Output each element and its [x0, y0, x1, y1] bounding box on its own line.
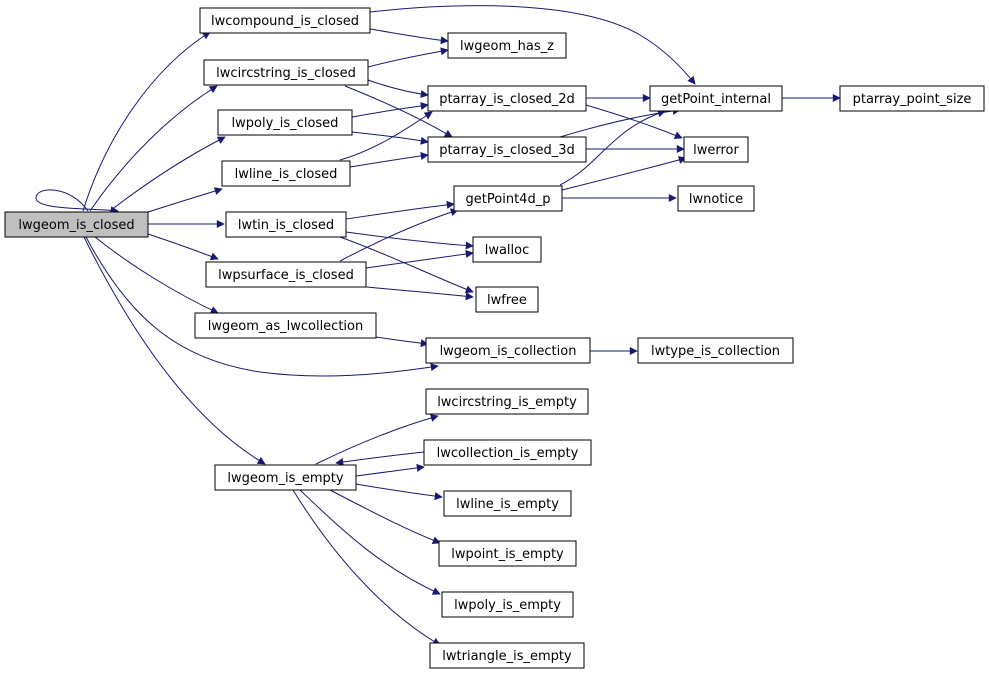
node-lwalloc[interactable]: lwalloc — [472, 236, 542, 263]
edge-lwgeom_is_empty-lwpoly_is_empty — [299, 489, 441, 595]
node-label: lwpoint_is_empty — [451, 547, 564, 562]
node-label: lwtin_is_closed — [238, 218, 334, 233]
edge-lwgeom_is_closed-lwgeom_is_collection — [85, 236, 439, 377]
edge-lwgeom_is_empty-lwcollection_is_empty-back — [355, 463, 425, 477]
node-lwerror[interactable]: lwerror — [683, 136, 749, 163]
node-label: lwnotice — [689, 192, 743, 207]
node-label: lwalloc — [485, 243, 530, 258]
edge-lwtin_is_closed-lwalloc — [345, 231, 474, 250]
edge-lwgeom_is_closed-lwpoly_is_closed — [109, 136, 226, 212]
node-lwtriangle_is_empty[interactable]: lwtriangle_is_empty — [429, 642, 585, 669]
node-label: getPoint4d_p — [466, 192, 551, 207]
node-label: lwcircstring_is_empty — [437, 395, 577, 410]
node-label: lwpsurface_is_closed — [218, 268, 354, 283]
node-lwgeom_is_collection[interactable]: lwgeom_is_collection — [425, 337, 591, 364]
edge-lwpsurface_is_closed-lwfree — [365, 286, 474, 301]
node-lwfree[interactable]: lwfree — [475, 286, 539, 313]
node-lwline_is_empty[interactable]: lwline_is_empty — [443, 490, 572, 517]
node-lwcollection_is_empty[interactable]: lwcollection_is_empty — [423, 439, 592, 466]
node-label: lwtype_is_collection — [651, 344, 780, 359]
node-getPoint_internal[interactable]: getPoint_internal — [649, 85, 783, 112]
node-lwpoly_is_empty[interactable]: lwpoly_is_empty — [441, 591, 574, 618]
edge-lwpoly_is_closed-ptarray_is_closed_3d — [351, 131, 429, 145]
node-ptarray_is_closed_2d[interactable]: ptarray_is_closed_2d — [427, 85, 587, 112]
edge-lwcompound_is_closed-getPoint_internal — [369, 5, 696, 85]
node-label: lwpoly_is_empty — [454, 598, 561, 613]
edge-lwcircstring_is_closed-ptarray_is_closed_2d — [367, 79, 429, 99]
node-label: lwcompound_is_closed — [211, 14, 359, 29]
node-label: lwgeom_is_closed — [18, 218, 134, 233]
node-lwcompound_is_closed[interactable]: lwcompound_is_closed — [199, 7, 371, 34]
edge-lwgeom_is_closed-lwpsurface_is_closed — [147, 233, 219, 261]
edge-lwgeom_is_empty-lwcircstring_is_empty — [315, 414, 439, 465]
edge-lwgeom_as_lwcollection-lwgeom_is_collection — [375, 336, 429, 348]
node-lwpsurface_is_closed[interactable]: lwpsurface_is_closed — [205, 261, 367, 288]
node-label: lwgeom_is_empty — [227, 471, 344, 486]
edge-lwcompound_is_closed-lwgeom_has_z — [369, 28, 449, 45]
node-label: lwgeom_has_z — [460, 39, 554, 54]
node-label: lwerror — [693, 143, 739, 158]
node-label: lwcircstring_is_closed — [216, 66, 356, 81]
node-label: ptarray_point_size — [853, 92, 972, 107]
node-lwcircstring_is_empty[interactable]: lwcircstring_is_empty — [425, 388, 589, 415]
edge-lwtin_is_closed-lwfree — [339, 236, 474, 294]
node-lwcircstring_is_closed[interactable]: lwcircstring_is_closed — [203, 59, 369, 86]
node-label: lwtriangle_is_empty — [442, 649, 572, 664]
edge-lwpsurface_is_closed-lwalloc — [365, 249, 474, 269]
edge-lwgeom_is_empty-lwtriangle_is_empty — [292, 489, 441, 646]
node-lwnotice[interactable]: lwnotice — [677, 185, 755, 212]
node-label: getPoint_internal — [661, 92, 771, 107]
node-lwgeom_as_lwcollection[interactable]: lwgeom_as_lwcollection — [194, 312, 377, 339]
edge-lwgeom_is_closed-lwline_is_closed — [144, 187, 223, 214]
node-ptarray_point_size[interactable]: ptarray_point_size — [839, 85, 985, 112]
edge-lwcircstring_is_closed-ptarray_is_closed_3d — [344, 85, 453, 138]
edge-lwpsurface_is_closed-getPoint4d_p — [339, 208, 459, 262]
node-lwtype_is_collection[interactable]: lwtype_is_collection — [637, 337, 794, 364]
edge-lwgeom_is_empty-lwpoint_is_empty — [329, 489, 441, 545]
node-lwline_is_closed[interactable]: lwline_is_closed — [221, 160, 351, 187]
edge-lwcircstring_is_closed-lwgeom_has_z — [367, 47, 449, 68]
edge-lwgeom_is_closed-lwgeom_as_lwcollection — [94, 236, 219, 314]
node-label: lwline_is_empty — [456, 497, 559, 512]
edge-ptarray_is_closed_2d-lwerror — [585, 104, 683, 139]
node-label: lwline_is_closed — [235, 167, 338, 182]
node-lwpoly_is_closed[interactable]: lwpoly_is_closed — [217, 109, 353, 136]
edge-lwgeom_is_empty-lwline_is_empty — [355, 483, 443, 501]
edge-lwgeom_is_empty-lwcollection_is_empty — [335, 451, 425, 466]
edge-lwpoly_is_closed-ptarray_is_closed_2d — [351, 101, 429, 118]
node-label: ptarray_is_closed_2d — [439, 92, 575, 107]
node-label: lwgeom_as_lwcollection — [208, 319, 363, 334]
edge-lwgeom_is_closed-lwcircstring_is_closed — [89, 85, 218, 212]
node-lwgeom_is_empty[interactable]: lwgeom_is_empty — [214, 464, 357, 491]
node-label: lwpoly_is_closed — [232, 116, 339, 131]
node-lwpoint_is_empty[interactable]: lwpoint_is_empty — [438, 540, 577, 567]
node-label: lwfree — [487, 293, 527, 308]
edge-lwline_is_closed-ptarray_is_closed_2d — [339, 111, 433, 161]
node-label: lwgeom_is_collection — [440, 344, 577, 359]
node-lwgeom_is_closed[interactable]: lwgeom_is_closed — [4, 211, 149, 238]
node-getPoint4d_p[interactable]: getPoint4d_p — [453, 185, 563, 212]
node-lwgeom_has_z[interactable]: lwgeom_has_z — [447, 32, 567, 59]
edge-lwline_is_closed-ptarray_is_closed_3d — [349, 151, 429, 168]
edge-getPoint4d_p-getPoint_internal — [559, 109, 666, 186]
node-lwtin_is_closed[interactable]: lwtin_is_closed — [225, 211, 347, 238]
edge-lwtin_is_closed-getPoint4d_p — [345, 200, 455, 220]
node-label: ptarray_is_closed_3d — [439, 143, 575, 158]
edge-lwgeom_is_closed-self — [35, 189, 119, 215]
edges — [35, 5, 841, 646]
node-ptarray_is_closed_3d[interactable]: ptarray_is_closed_3d — [427, 136, 587, 163]
edge-getPoint4d_p-lwerror — [561, 156, 687, 191]
edge-lwgeom_is_closed-lwgeom_is_empty — [83, 236, 266, 465]
edge-ptarray_is_closed_3d-getPoint_internal — [559, 106, 681, 138]
edge-lwgeom_is_closed-lwcompound_is_closed — [82, 31, 211, 212]
node-label: lwcollection_is_empty — [437, 446, 579, 461]
